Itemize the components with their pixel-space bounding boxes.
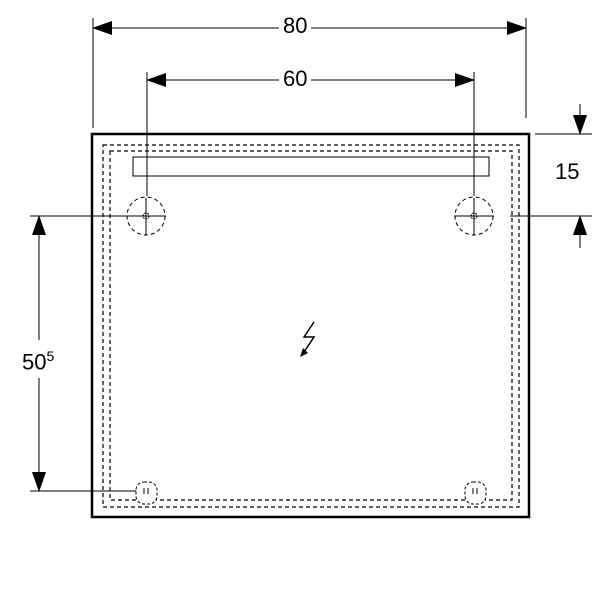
light-bar: [132, 156, 490, 177]
support-right: [464, 481, 487, 505]
dimension-15-label: 15: [551, 160, 584, 184]
dashed-outline-outer: [102, 144, 520, 508]
dimension-15-lines: [510, 104, 592, 248]
mounting-hole-left: [126, 196, 166, 236]
dimension-60-label: 60: [279, 67, 312, 91]
dimension-50-5-main: 50: [22, 349, 47, 375]
mirror-outline: [90, 132, 531, 519]
dimension-50-5-sup: 5: [46, 348, 55, 364]
dimension-80-label: 80: [279, 14, 312, 38]
dimension-50-5-label: 505: [20, 340, 57, 379]
dashed-outline-inner: [109, 150, 513, 501]
support-left: [135, 481, 158, 505]
lightning-icon: [300, 321, 316, 357]
mounting-hole-right: [454, 196, 494, 236]
